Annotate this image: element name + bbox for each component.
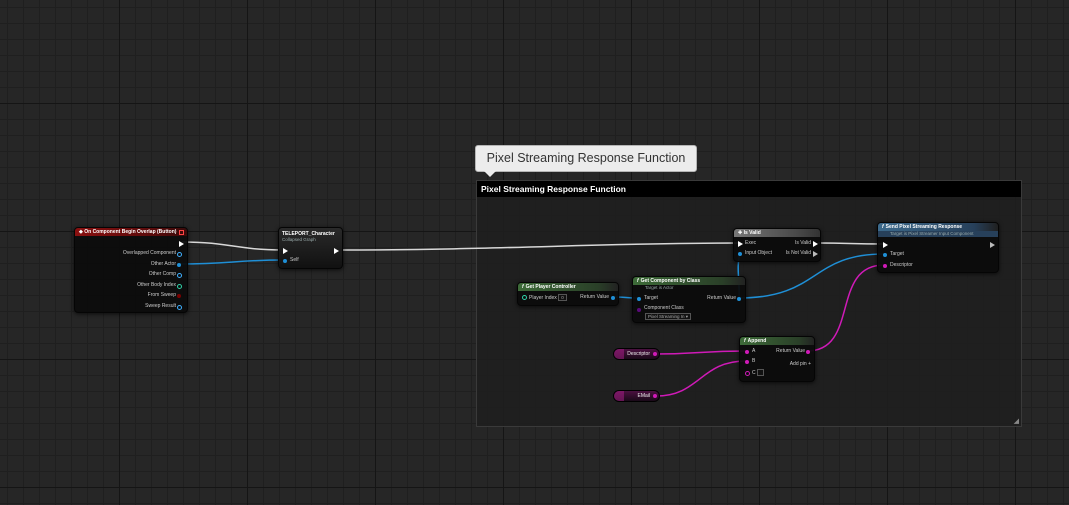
pin-label: Descriptor	[890, 262, 913, 268]
exec-out-pin[interactable]	[813, 241, 818, 247]
object-in-pin[interactable]	[883, 253, 887, 257]
node-begin-overlap[interactable]: ◆ On Component Begin Overlap (Button) Ov…	[74, 227, 188, 313]
node-title: Send Pixel Streaming Response	[885, 224, 963, 230]
pin-c-label: C	[752, 370, 756, 376]
pin-label: From Sweep	[147, 292, 176, 298]
object-out-pin[interactable]	[177, 252, 182, 257]
player-index-field[interactable]: 0	[558, 294, 567, 301]
event-icon: ◆	[79, 229, 85, 235]
function-icon: f	[744, 338, 746, 344]
node-header: ✚ Is Valid	[734, 229, 820, 237]
node-subtitle: Collapsed Graph	[282, 237, 316, 242]
struct-out-pin[interactable]	[177, 305, 182, 310]
int-out-pin[interactable]	[177, 284, 182, 289]
node-header: ◆ On Component Begin Overlap (Button)	[75, 228, 187, 236]
class-in-pin[interactable]	[637, 308, 641, 312]
node-subtitle: Target is Actor	[645, 285, 674, 290]
object-out-pin[interactable]	[177, 273, 182, 278]
object-out-pin[interactable]	[737, 297, 741, 301]
var-email[interactable]: EMail	[613, 390, 660, 402]
node-subtitle: Target is Pixel Streamer Input Component	[878, 231, 998, 237]
pin-label: A	[752, 348, 756, 354]
node-title: Is Valid	[743, 230, 761, 236]
pin-label: Input Object	[745, 250, 772, 256]
pin-label: Other Comp	[148, 271, 176, 277]
pin-label: Return Value	[707, 295, 736, 301]
pin-label: B	[752, 358, 756, 364]
pin-c-field[interactable]	[757, 369, 765, 376]
var-label: Descriptor	[627, 351, 650, 357]
exec-out-pin[interactable]	[990, 242, 995, 248]
node-title: Get Player Controller	[525, 284, 576, 290]
object-out-pin[interactable]	[611, 296, 615, 300]
string-out-pin[interactable]	[653, 394, 657, 398]
exec-in-pin[interactable]	[738, 241, 743, 247]
exec-out-pin[interactable]	[334, 248, 339, 254]
string-in-pin[interactable]	[883, 264, 887, 268]
pin-label: Component Class	[644, 305, 684, 311]
string-in-pin-c[interactable]	[745, 371, 750, 376]
add-pin-button[interactable]: Add pin +	[789, 361, 811, 367]
delegate-pin-icon[interactable]	[179, 230, 184, 235]
string-in-pin-b[interactable]	[745, 360, 749, 364]
object-in-pin[interactable]	[738, 252, 742, 256]
pin-label: Exec	[745, 240, 757, 246]
pin-label: Self	[290, 257, 299, 263]
resize-handle-icon[interactable]: ◢	[1013, 417, 1019, 425]
player-index-label: Player Index	[529, 295, 557, 301]
pin-label: Is Not Valid	[785, 250, 811, 256]
function-icon: f	[637, 278, 639, 284]
var-descriptor[interactable]: Descriptor	[613, 348, 660, 360]
node-title: TELEPORT_Character	[282, 231, 335, 237]
exec-in-pin[interactable]	[883, 242, 888, 248]
pin-label: Target	[644, 295, 658, 301]
exec-out-pin[interactable]	[179, 241, 184, 247]
function-icon: f	[882, 224, 884, 230]
comment-bubble[interactable]: Pixel Streaming Response Function	[475, 145, 697, 177]
object-in-pin[interactable]	[637, 297, 641, 301]
pin-label: Return Value	[580, 294, 609, 300]
pin-label: Is Valid	[794, 240, 811, 246]
node-title: Get Component by Class	[640, 278, 701, 284]
pin-label: Player Index 0	[529, 294, 567, 302]
int-in-pin[interactable]	[522, 295, 527, 300]
pin-label: Sweep Result	[145, 303, 176, 309]
object-out-pin[interactable]	[177, 263, 181, 267]
pin-label: Target	[890, 251, 904, 257]
pin-label: Return Value	[776, 348, 805, 354]
exec-in-pin[interactable]	[283, 248, 288, 254]
node-title: On Component Begin Overlap (Button)	[84, 229, 177, 235]
pin-label: Overlapped Component	[122, 250, 176, 256]
bool-out-pin[interactable]	[177, 294, 181, 298]
comment-header: Pixel Streaming Response Function	[477, 181, 1021, 197]
pin-label: Other Actor	[150, 261, 176, 267]
exec-wire-event-teleport	[181, 241, 284, 251]
comment-bubble-text: Pixel Streaming Response Function	[486, 151, 686, 165]
string-in-pin-a[interactable]	[745, 350, 749, 354]
component-class-dropdown[interactable]: Pixel Streaming In ▾	[645, 313, 692, 320]
exec-out-pin[interactable]	[813, 251, 818, 257]
node-title: Append	[747, 338, 767, 344]
pin-label: Other Body Index	[137, 282, 176, 288]
node-is-valid[interactable]: ✚ Is Valid Exec Input Object Is Valid Is…	[733, 228, 821, 262]
self-in-pin[interactable]	[283, 259, 287, 263]
string-out-pin[interactable]	[806, 350, 810, 354]
node-teleport-character[interactable]: TELEPORT_Character Collapsed Graph Self	[278, 227, 343, 269]
pin-label: C	[752, 369, 765, 377]
string-out-pin[interactable]	[653, 352, 657, 356]
function-icon: f	[522, 284, 524, 290]
object-wire-otheractor-self	[179, 259, 285, 265]
var-label: EMail	[637, 393, 650, 399]
macro-icon: ✚	[738, 230, 744, 236]
